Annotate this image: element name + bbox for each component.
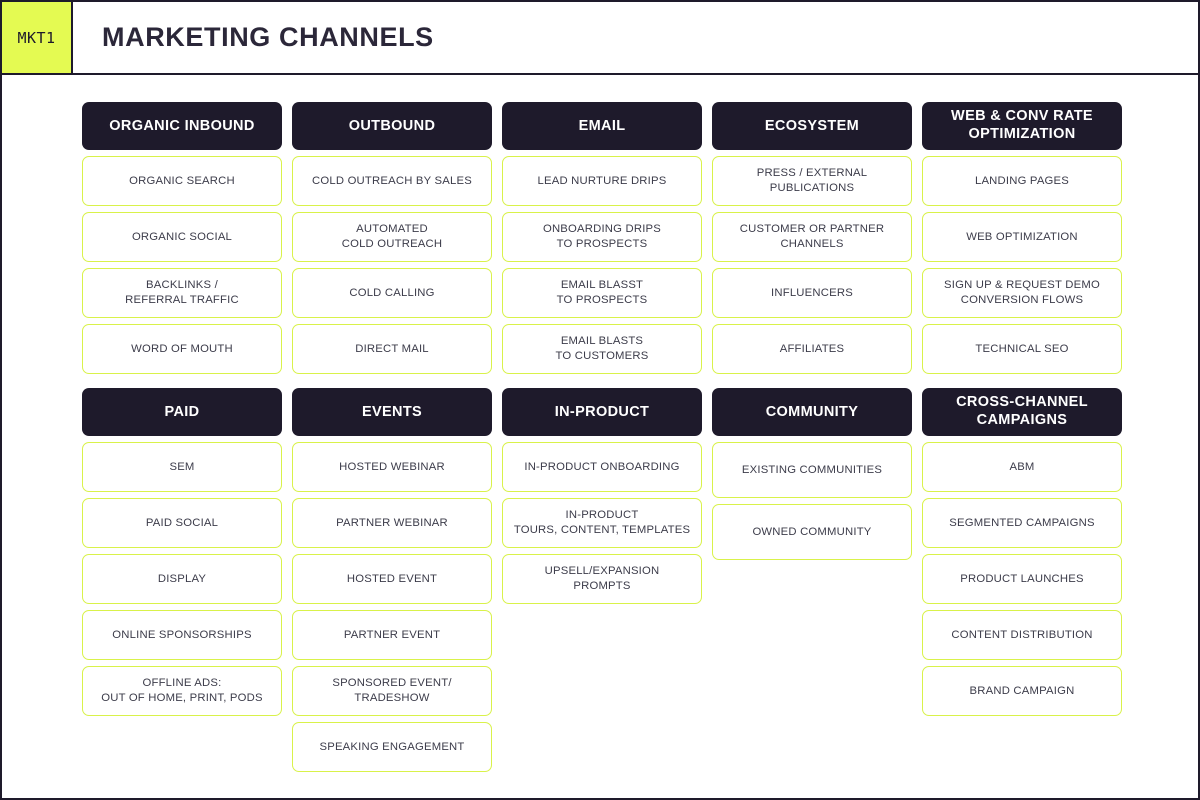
- channel-column-paid: PAID SEM PAID SOCIAL DISPLAY ONLINE SPONSORS…: [82, 388, 282, 722]
- channel-card[interactable]: SPEAKING ENGAGEMENT: [292, 722, 492, 772]
- channel-column-ecosystem: ECOSYSTEM PRESS / EXTERNAL PUBLICATIONS CU…: [712, 102, 912, 380]
- channel-card[interactable]: IN-PRODUCT ONBOARDING: [502, 442, 702, 492]
- column-header-community: COMMUNITY: [712, 388, 912, 436]
- channel-card[interactable]: SEGMENTED CAMPAIGNS: [922, 498, 1122, 548]
- channel-column-web-conv-rate-optimization: WEB & CONV RATE OPTIMIZATION LANDING PAGE…: [922, 102, 1122, 380]
- channel-card[interactable]: ONLINE SPONSORSHIPS: [82, 610, 282, 660]
- channel-board: ORGANIC INBOUND ORGANIC SEARCH ORGANIC SOC…: [2, 75, 1198, 778]
- column-header-events: EVENTS: [292, 388, 492, 436]
- channel-card[interactable]: DISPLAY: [82, 554, 282, 604]
- channel-card[interactable]: LANDING PAGES: [922, 156, 1122, 206]
- channel-card[interactable]: EXISTING COMMUNITIES: [712, 442, 912, 498]
- channel-card[interactable]: TECHNICAL SEO: [922, 324, 1122, 374]
- channel-card[interactable]: SPONSORED EVENT/ TRADESHOW: [292, 666, 492, 716]
- channel-column-events: EVENTS HOSTED WEBINAR PARTNER WEBINAR HOSTE…: [292, 388, 492, 778]
- channel-card[interactable]: HOSTED EVENT: [292, 554, 492, 604]
- channel-card[interactable]: ORGANIC SEARCH: [82, 156, 282, 206]
- channel-card[interactable]: DIRECT MAIL: [292, 324, 492, 374]
- channel-card[interactable]: SIGN UP & REQUEST DEMO CONVERSION FLOWS: [922, 268, 1122, 318]
- channel-column-community: COMMUNITY EXISTING COMMUNITIES OWNED COMMU…: [712, 388, 912, 566]
- channel-card[interactable]: AFFILIATES: [712, 324, 912, 374]
- channel-card[interactable]: PRODUCT LAUNCHES: [922, 554, 1122, 604]
- column-header-outbound: OUTBOUND: [292, 102, 492, 150]
- channel-card[interactable]: WEB OPTIMIZATION: [922, 212, 1122, 262]
- channel-card[interactable]: COLD CALLING: [292, 268, 492, 318]
- column-header-ecosystem: ECOSYSTEM: [712, 102, 912, 150]
- channel-card[interactable]: LEAD NURTURE DRIPS: [502, 156, 702, 206]
- channel-card[interactable]: WORD OF MOUTH: [82, 324, 282, 374]
- channel-card[interactable]: OWNED COMMUNITY: [712, 504, 912, 560]
- channel-card[interactable]: OFFLINE ADS: OUT OF HOME, PRINT, PODS: [82, 666, 282, 716]
- column-header-organic-inbound: ORGANIC INBOUND: [82, 102, 282, 150]
- channel-card[interactable]: BRAND CAMPAIGN: [922, 666, 1122, 716]
- channel-card[interactable]: INFLUENCERS: [712, 268, 912, 318]
- page-title: MARKETING CHANNELS: [102, 22, 434, 52]
- channel-card[interactable]: CONTENT DISTRIBUTION: [922, 610, 1122, 660]
- channel-card[interactable]: BACKLINKS / REFERRAL TRAFFIC: [82, 268, 282, 318]
- channel-card[interactable]: ABM: [922, 442, 1122, 492]
- channel-card[interactable]: SEM: [82, 442, 282, 492]
- channel-row-1: ORGANIC INBOUND ORGANIC SEARCH ORGANIC SOC…: [2, 102, 1198, 380]
- channel-card[interactable]: PAID SOCIAL: [82, 498, 282, 548]
- channel-card[interactable]: HOSTED WEBINAR: [292, 442, 492, 492]
- channel-card[interactable]: COLD OUTREACH BY SALES: [292, 156, 492, 206]
- channel-card[interactable]: PARTNER WEBINAR: [292, 498, 492, 548]
- channel-card[interactable]: EMAIL BLASTS TO CUSTOMERS: [502, 324, 702, 374]
- column-header-web-conv-rate-optimization: WEB & CONV RATE OPTIMIZATION: [922, 102, 1122, 150]
- channel-card[interactable]: AUTOMATED COLD OUTREACH: [292, 212, 492, 262]
- channel-column-organic-inbound: ORGANIC INBOUND ORGANIC SEARCH ORGANIC SOC…: [82, 102, 282, 380]
- channel-card[interactable]: PARTNER EVENT: [292, 610, 492, 660]
- channel-column-cross-channel-campaigns: CROSS-CHANNEL CAMPAIGNS ABM SEGMENTED CAMP…: [922, 388, 1122, 722]
- channel-card[interactable]: EMAIL BLASST TO PROSPECTS: [502, 268, 702, 318]
- channel-card[interactable]: IN-PRODUCT TOURS, CONTENT, TEMPLATES: [502, 498, 702, 548]
- doc-code-badge: MKT1: [2, 2, 73, 73]
- channel-column-outbound: OUTBOUND COLD OUTREACH BY SALES AUTOMATED …: [292, 102, 492, 380]
- channel-card[interactable]: CUSTOMER OR PARTNER CHANNELS: [712, 212, 912, 262]
- column-header-email: EMAIL: [502, 102, 702, 150]
- column-header-cross-channel-campaigns: CROSS-CHANNEL CAMPAIGNS: [922, 388, 1122, 436]
- column-header-in-product: IN-PRODUCT: [502, 388, 702, 436]
- channel-card[interactable]: ONBOARDING DRIPS TO PROSPECTS: [502, 212, 702, 262]
- page-header: MKT1 MARKETING CHANNELS: [2, 2, 1198, 75]
- channel-column-email: EMAIL LEAD NURTURE DRIPS ONBOARDING DRIPS …: [502, 102, 702, 380]
- channel-card[interactable]: PRESS / EXTERNAL PUBLICATIONS: [712, 156, 912, 206]
- channel-row-2: PAID SEM PAID SOCIAL DISPLAY ONLINE SPONSORS…: [2, 388, 1198, 778]
- column-header-paid: PAID: [82, 388, 282, 436]
- channel-card[interactable]: UPSELL/EXPANSION PROMPTS: [502, 554, 702, 604]
- channel-column-in-product: IN-PRODUCT IN-PRODUCT ONBOARDING IN-PRODUC…: [502, 388, 702, 610]
- channel-card[interactable]: ORGANIC SOCIAL: [82, 212, 282, 262]
